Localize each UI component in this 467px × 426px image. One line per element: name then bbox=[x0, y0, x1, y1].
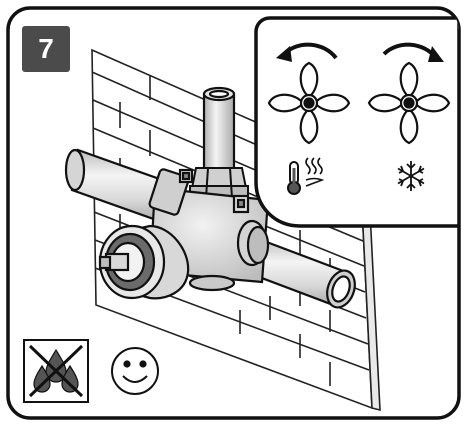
smiley-face-icon bbox=[111, 347, 159, 395]
vertical-outlet-pipe bbox=[202, 86, 236, 176]
thermostatic-cartridge bbox=[98, 224, 190, 300]
step-number-badge: 7 bbox=[22, 26, 70, 72]
right-inlet-pipe bbox=[244, 236, 356, 309]
clockwise-arrowhead bbox=[428, 46, 444, 62]
thermometer-icon bbox=[287, 161, 301, 195]
fan-icon bbox=[367, 61, 451, 145]
no-water-drops-icon bbox=[23, 339, 89, 403]
heat-waves-icon bbox=[305, 157, 325, 187]
hot-fan-group bbox=[267, 42, 351, 195]
snowflake-icon bbox=[397, 161, 425, 191]
counterclockwise-arrowhead bbox=[276, 46, 292, 62]
fan-icon bbox=[267, 61, 351, 145]
cold-fan-group bbox=[367, 42, 451, 191]
